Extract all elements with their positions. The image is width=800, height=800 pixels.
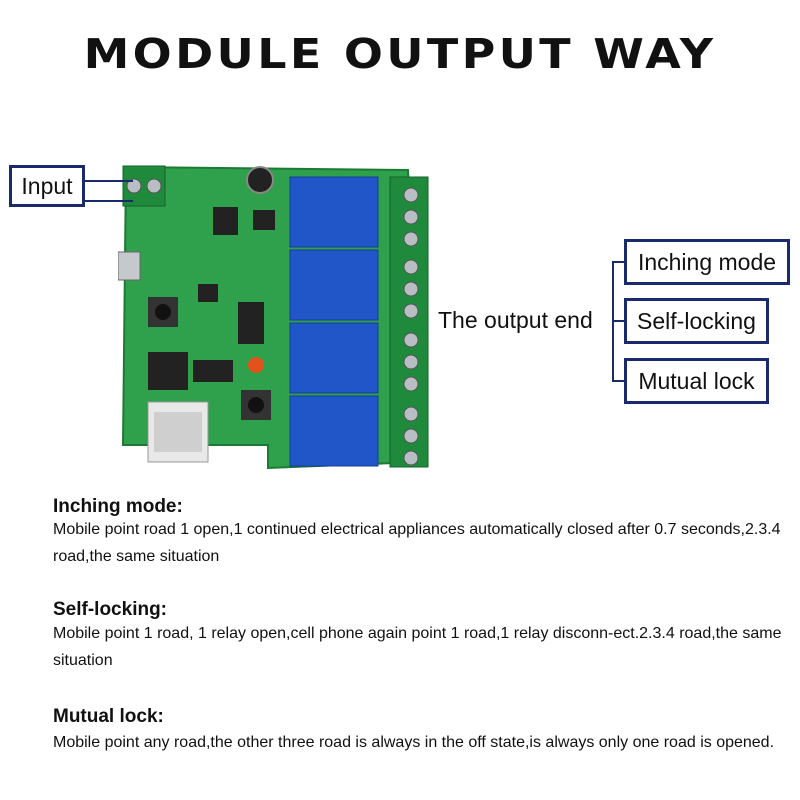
section-heading-mutual-lock: Mutual lock: [53, 706, 164, 727]
bracket-tick-1 [612, 261, 624, 263]
mode-box-inching: Inching mode [624, 239, 790, 285]
section-text-self-locking: Mobile point 1 road, 1 relay open,cell p… [53, 625, 782, 669]
output-end-label: The output end [438, 307, 593, 333]
section-text-inching: Mobile point road 1 open,1 continued ele… [53, 521, 781, 565]
mode-label-mutual-lock: Mutual lock [638, 367, 755, 394]
bracket-tick-2 [612, 320, 624, 322]
mode-label-self-locking: Self-locking [637, 307, 756, 334]
input-label: Input [21, 172, 73, 199]
bracket-tick-3 [612, 380, 624, 382]
mode-box-self-locking: Self-locking [624, 298, 769, 344]
page-title: MODULE OUTPUT WAY [83, 30, 717, 78]
relay-board-image [118, 165, 429, 470]
mode-label-inching: Inching mode [637, 248, 777, 275]
input-label-box: Input [9, 165, 85, 207]
section-heading-self-locking: Self-locking: [53, 599, 168, 620]
section-text-mutual-lock: Mobile point any road,the other three ro… [53, 734, 775, 751]
mode-box-mutual-lock: Mutual lock [624, 358, 769, 404]
input-leader-line-1 [85, 180, 133, 182]
input-leader-line-2 [85, 200, 133, 202]
section-heading-inching: Inching mode: [53, 496, 183, 517]
